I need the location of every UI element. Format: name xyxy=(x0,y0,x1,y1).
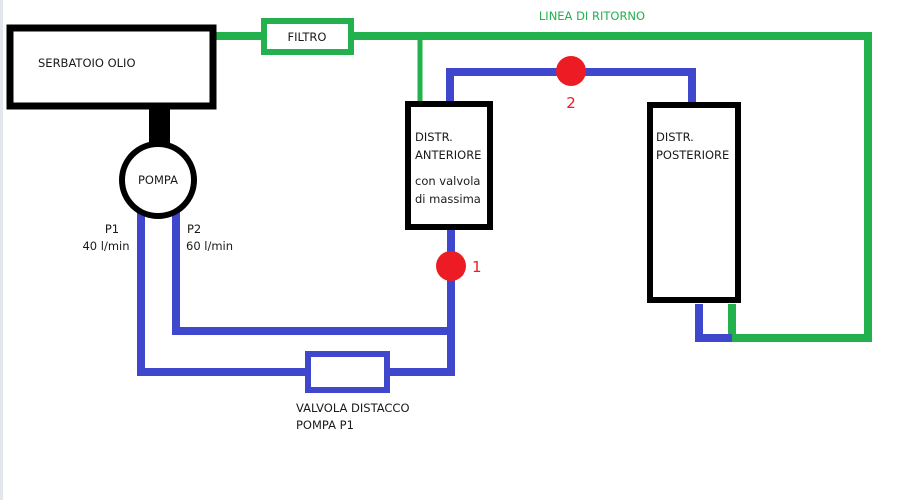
p1-name-label: P1 xyxy=(105,222,119,236)
rear-distributor xyxy=(647,102,741,303)
filter-label: FILTRO xyxy=(288,30,327,44)
disconnect-valve-label-2: POMPA P1 xyxy=(296,418,354,432)
p1-flow-label: 40 l/min xyxy=(82,239,129,253)
pump-suction-connector xyxy=(149,108,170,146)
return-line-label: LINEA DI RITORNO xyxy=(539,9,645,23)
filter xyxy=(261,18,354,55)
valve-to-junction-pipe xyxy=(386,226,455,376)
oil-tank xyxy=(6,24,217,110)
rear-distributor-label-1: DISTR. xyxy=(656,130,694,144)
front-distributor-label-2: ANTERIORE xyxy=(415,148,481,162)
disconnect-valve xyxy=(305,351,390,393)
measure-point-1-label: 1 xyxy=(472,258,482,276)
measure-point-2-label: 2 xyxy=(566,94,576,112)
front-distributor-label-3: con valvola xyxy=(415,174,480,188)
rear-distributor-label-2: POSTERIORE xyxy=(656,148,729,162)
p2-flow-label: 60 l/min xyxy=(186,239,233,253)
measure-point-2 xyxy=(556,56,586,86)
rear-distributor-outlet-pipe xyxy=(695,304,732,342)
front-distributor-label-1: DISTR. xyxy=(415,130,453,144)
pump-label: POMPA xyxy=(138,173,178,187)
p2-pipe xyxy=(172,212,451,335)
return-line-pipe xyxy=(352,32,872,342)
front-distributor-label-4: di massima xyxy=(415,192,481,206)
disconnect-valve-label-1: VALVOLA DISTACCO xyxy=(296,401,410,415)
canvas-edge xyxy=(0,0,3,500)
oil-tank-label: SERBATOIO OLIO xyxy=(38,56,136,70)
front-distributor xyxy=(405,101,493,230)
measure-point-1 xyxy=(436,251,466,281)
p1-pipe xyxy=(137,212,306,376)
pump xyxy=(119,141,197,219)
return-line-group xyxy=(216,18,872,342)
p2-name-label: P2 xyxy=(187,222,201,236)
